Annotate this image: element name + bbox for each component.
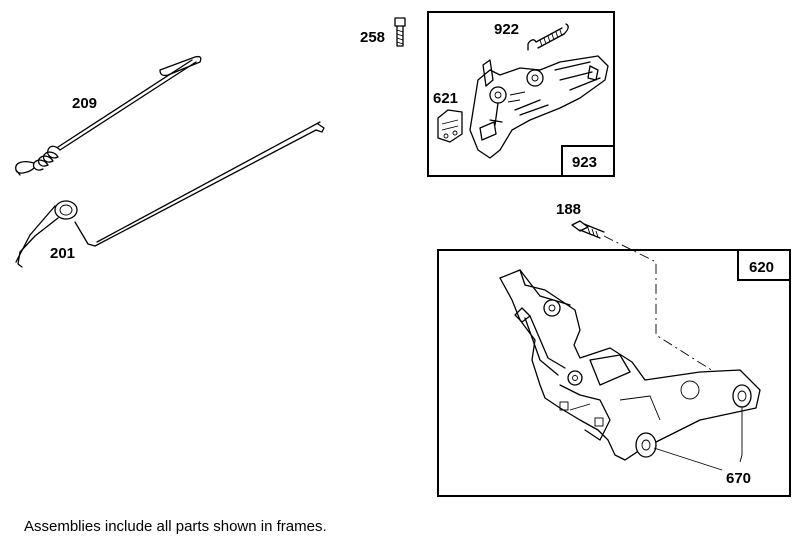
spring-922-drawing [527, 23, 569, 51]
label-188: 188 [556, 201, 581, 218]
control-bracket-620-drawing [499, 269, 761, 471]
label-201: 201 [50, 245, 75, 262]
spring-209-drawing [15, 55, 202, 176]
label-923: 923 [572, 154, 597, 171]
frame-620 [437, 249, 791, 497]
label-922: 922 [494, 21, 519, 38]
frame-620-number-box [737, 249, 791, 281]
bracket-621-drawing [437, 109, 463, 143]
bolt-258-drawing [394, 17, 406, 47]
label-620: 620 [749, 259, 774, 276]
frame-923-number-box [561, 145, 615, 177]
label-209: 209 [72, 95, 97, 112]
label-670: 670 [726, 470, 751, 487]
frame-923 [427, 11, 615, 177]
label-258: 258 [360, 29, 385, 46]
label-621: 621 [433, 90, 458, 107]
assemblies-note: Assemblies include all parts shown in fr… [24, 518, 327, 535]
rod-201-drawing [15, 121, 325, 268]
control-assembly-923-drawing [469, 55, 609, 159]
